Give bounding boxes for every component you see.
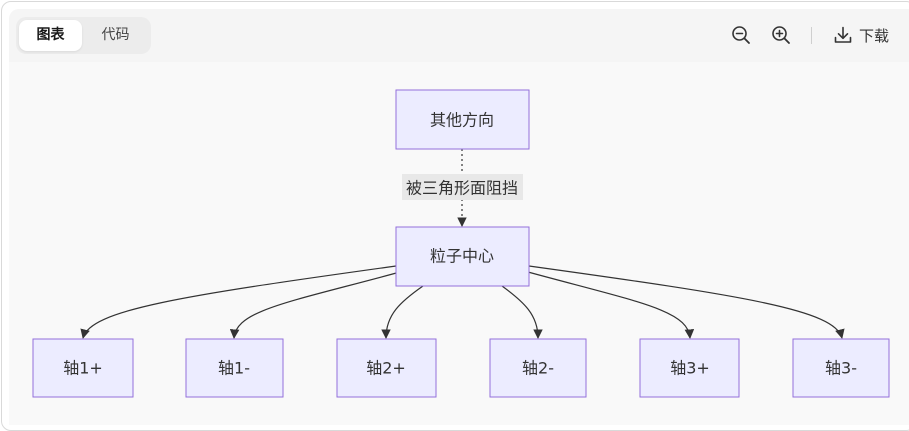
node-axis2-neg[interactable]: 轴2- <box>489 338 587 398</box>
zoom-in-button[interactable] <box>770 24 792 46</box>
node-label: 轴2- <box>522 359 554 378</box>
edge-label-blocked: 被三角形面阻挡 <box>402 174 523 200</box>
node-label: 轴1- <box>218 359 250 378</box>
toolbar-divider <box>811 27 812 44</box>
toolbar <box>9 9 909 62</box>
node-other-directions[interactable]: 其他方向 <box>395 89 530 150</box>
node-label: 轴3+ <box>670 359 710 378</box>
edges <box>80 149 845 339</box>
edge-center-to-axis2-neg <box>501 285 543 339</box>
node-label: 轴1+ <box>63 359 103 378</box>
tab-chart[interactable]: 图表 <box>19 20 82 51</box>
edge-center-to-axis1-neg <box>229 271 401 339</box>
zoom-in-icon <box>772 26 790 44</box>
edge-center-to-axis3-neg <box>528 265 845 339</box>
diagram-panel <box>9 9 909 425</box>
node-label: 轴3- <box>825 359 857 378</box>
view-tabs: 图表 代码 <box>16 17 151 54</box>
node-axis3-pos[interactable]: 轴3+ <box>639 338 740 398</box>
node-label: 粒子中心 <box>430 247 494 266</box>
node-particle-center[interactable]: 粒子中心 <box>395 226 530 287</box>
edge-center-to-axis1-pos <box>80 265 397 339</box>
download-icon <box>834 26 852 43</box>
edge-center-to-axis2-pos <box>381 285 424 339</box>
edge-label-text: 被三角形面阻挡 <box>406 179 518 198</box>
node-axis1-pos[interactable]: 轴1+ <box>32 338 134 398</box>
tab-code[interactable]: 代码 <box>101 27 130 43</box>
node-label: 其他方向 <box>430 111 494 130</box>
node-label: 轴2+ <box>366 359 406 378</box>
download-button[interactable]: 下载 <box>833 22 889 48</box>
node-axis2-pos[interactable]: 轴2+ <box>336 338 437 398</box>
node-axis1-neg[interactable]: 轴1- <box>185 338 284 398</box>
download-label: 下载 <box>859 26 890 45</box>
zoom-out-button[interactable] <box>730 24 752 46</box>
zoom-out-icon <box>732 26 750 44</box>
edge-center-to-axis3-pos <box>527 271 695 339</box>
node-axis3-neg[interactable]: 轴3- <box>792 338 890 398</box>
